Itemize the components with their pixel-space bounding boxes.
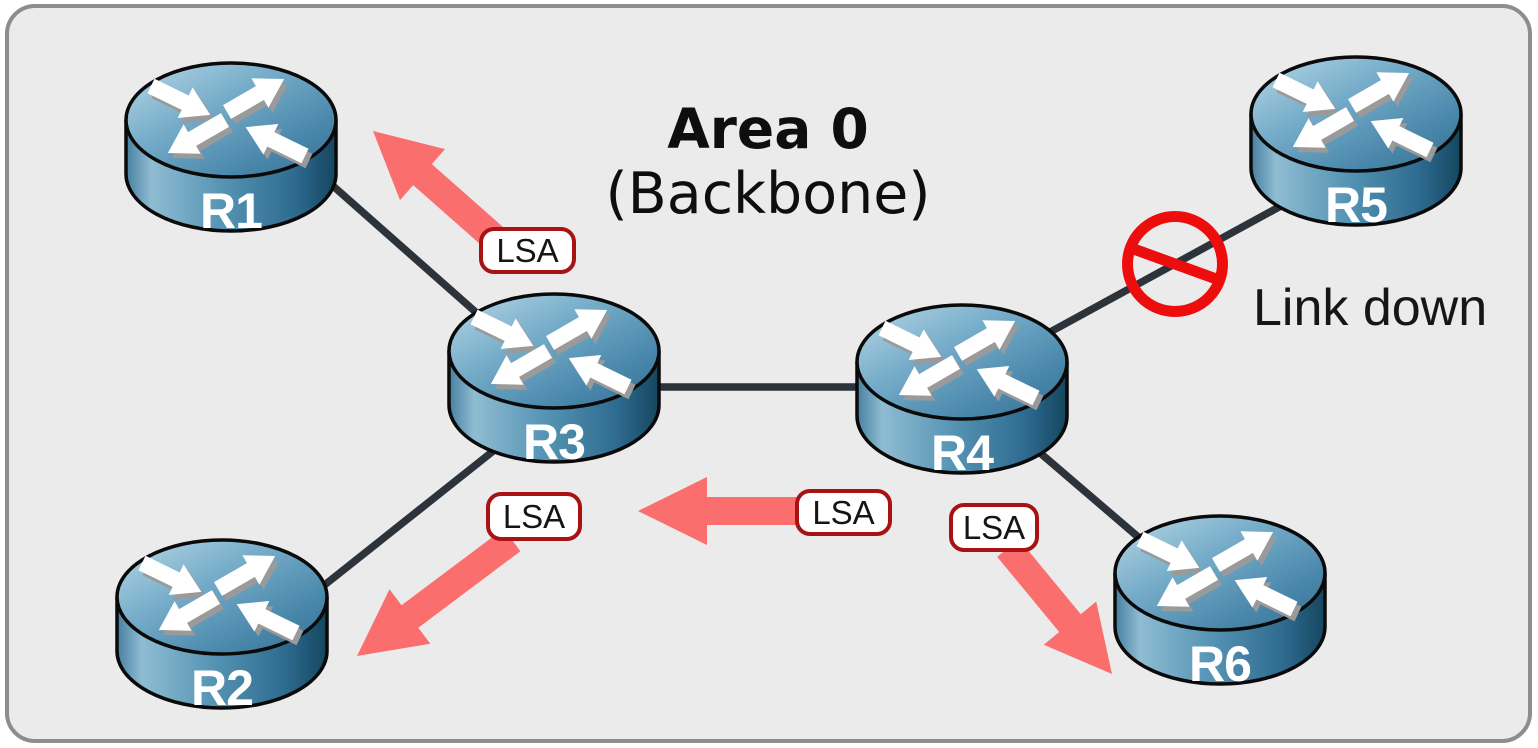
router-r4: R4 bbox=[852, 300, 1072, 478]
lsa-arrow-r4-to-r3 bbox=[638, 477, 798, 545]
lsa-flood-arrows bbox=[357, 131, 1112, 674]
router-label: R4 bbox=[931, 425, 994, 481]
area-title-line1: Area 0 bbox=[667, 97, 869, 161]
link-down-label: Link down bbox=[1253, 279, 1488, 337]
lsa-badge-r4-to-r3: LSA bbox=[795, 489, 892, 536]
lsa-arrow-r3-to-r2 bbox=[357, 528, 521, 656]
lsa-badge-r3-to-r1: LSA bbox=[479, 227, 576, 274]
lsa-arrow-r3-to-r1 bbox=[373, 131, 510, 254]
router-r1: R1 bbox=[121, 58, 341, 236]
link-r4-r5 bbox=[1026, 197, 1294, 347]
link-r1-r3 bbox=[311, 166, 509, 342]
lsa-badge-r3-to-r2: LSA bbox=[486, 492, 582, 541]
area-title-line2: (Backbone) bbox=[605, 161, 931, 227]
router-label: R6 bbox=[1189, 636, 1252, 692]
router-label: R5 bbox=[1325, 177, 1388, 233]
router-r3: R3 bbox=[444, 289, 664, 467]
router-r5: R5 bbox=[1246, 52, 1466, 230]
lsa-arrow-r4-to-r6 bbox=[997, 539, 1112, 674]
no-entry-icon bbox=[1122, 211, 1228, 317]
router-r2: R2 bbox=[112, 535, 332, 713]
lsa-badge-r4-to-r6: LSA bbox=[949, 503, 1039, 552]
router-label: R3 bbox=[523, 414, 586, 470]
area-title: Area 0 (Backbone) bbox=[553, 98, 983, 228]
router-label: R1 bbox=[200, 183, 263, 239]
router-label: R2 bbox=[191, 660, 254, 716]
router-r6: R6 bbox=[1110, 511, 1330, 689]
